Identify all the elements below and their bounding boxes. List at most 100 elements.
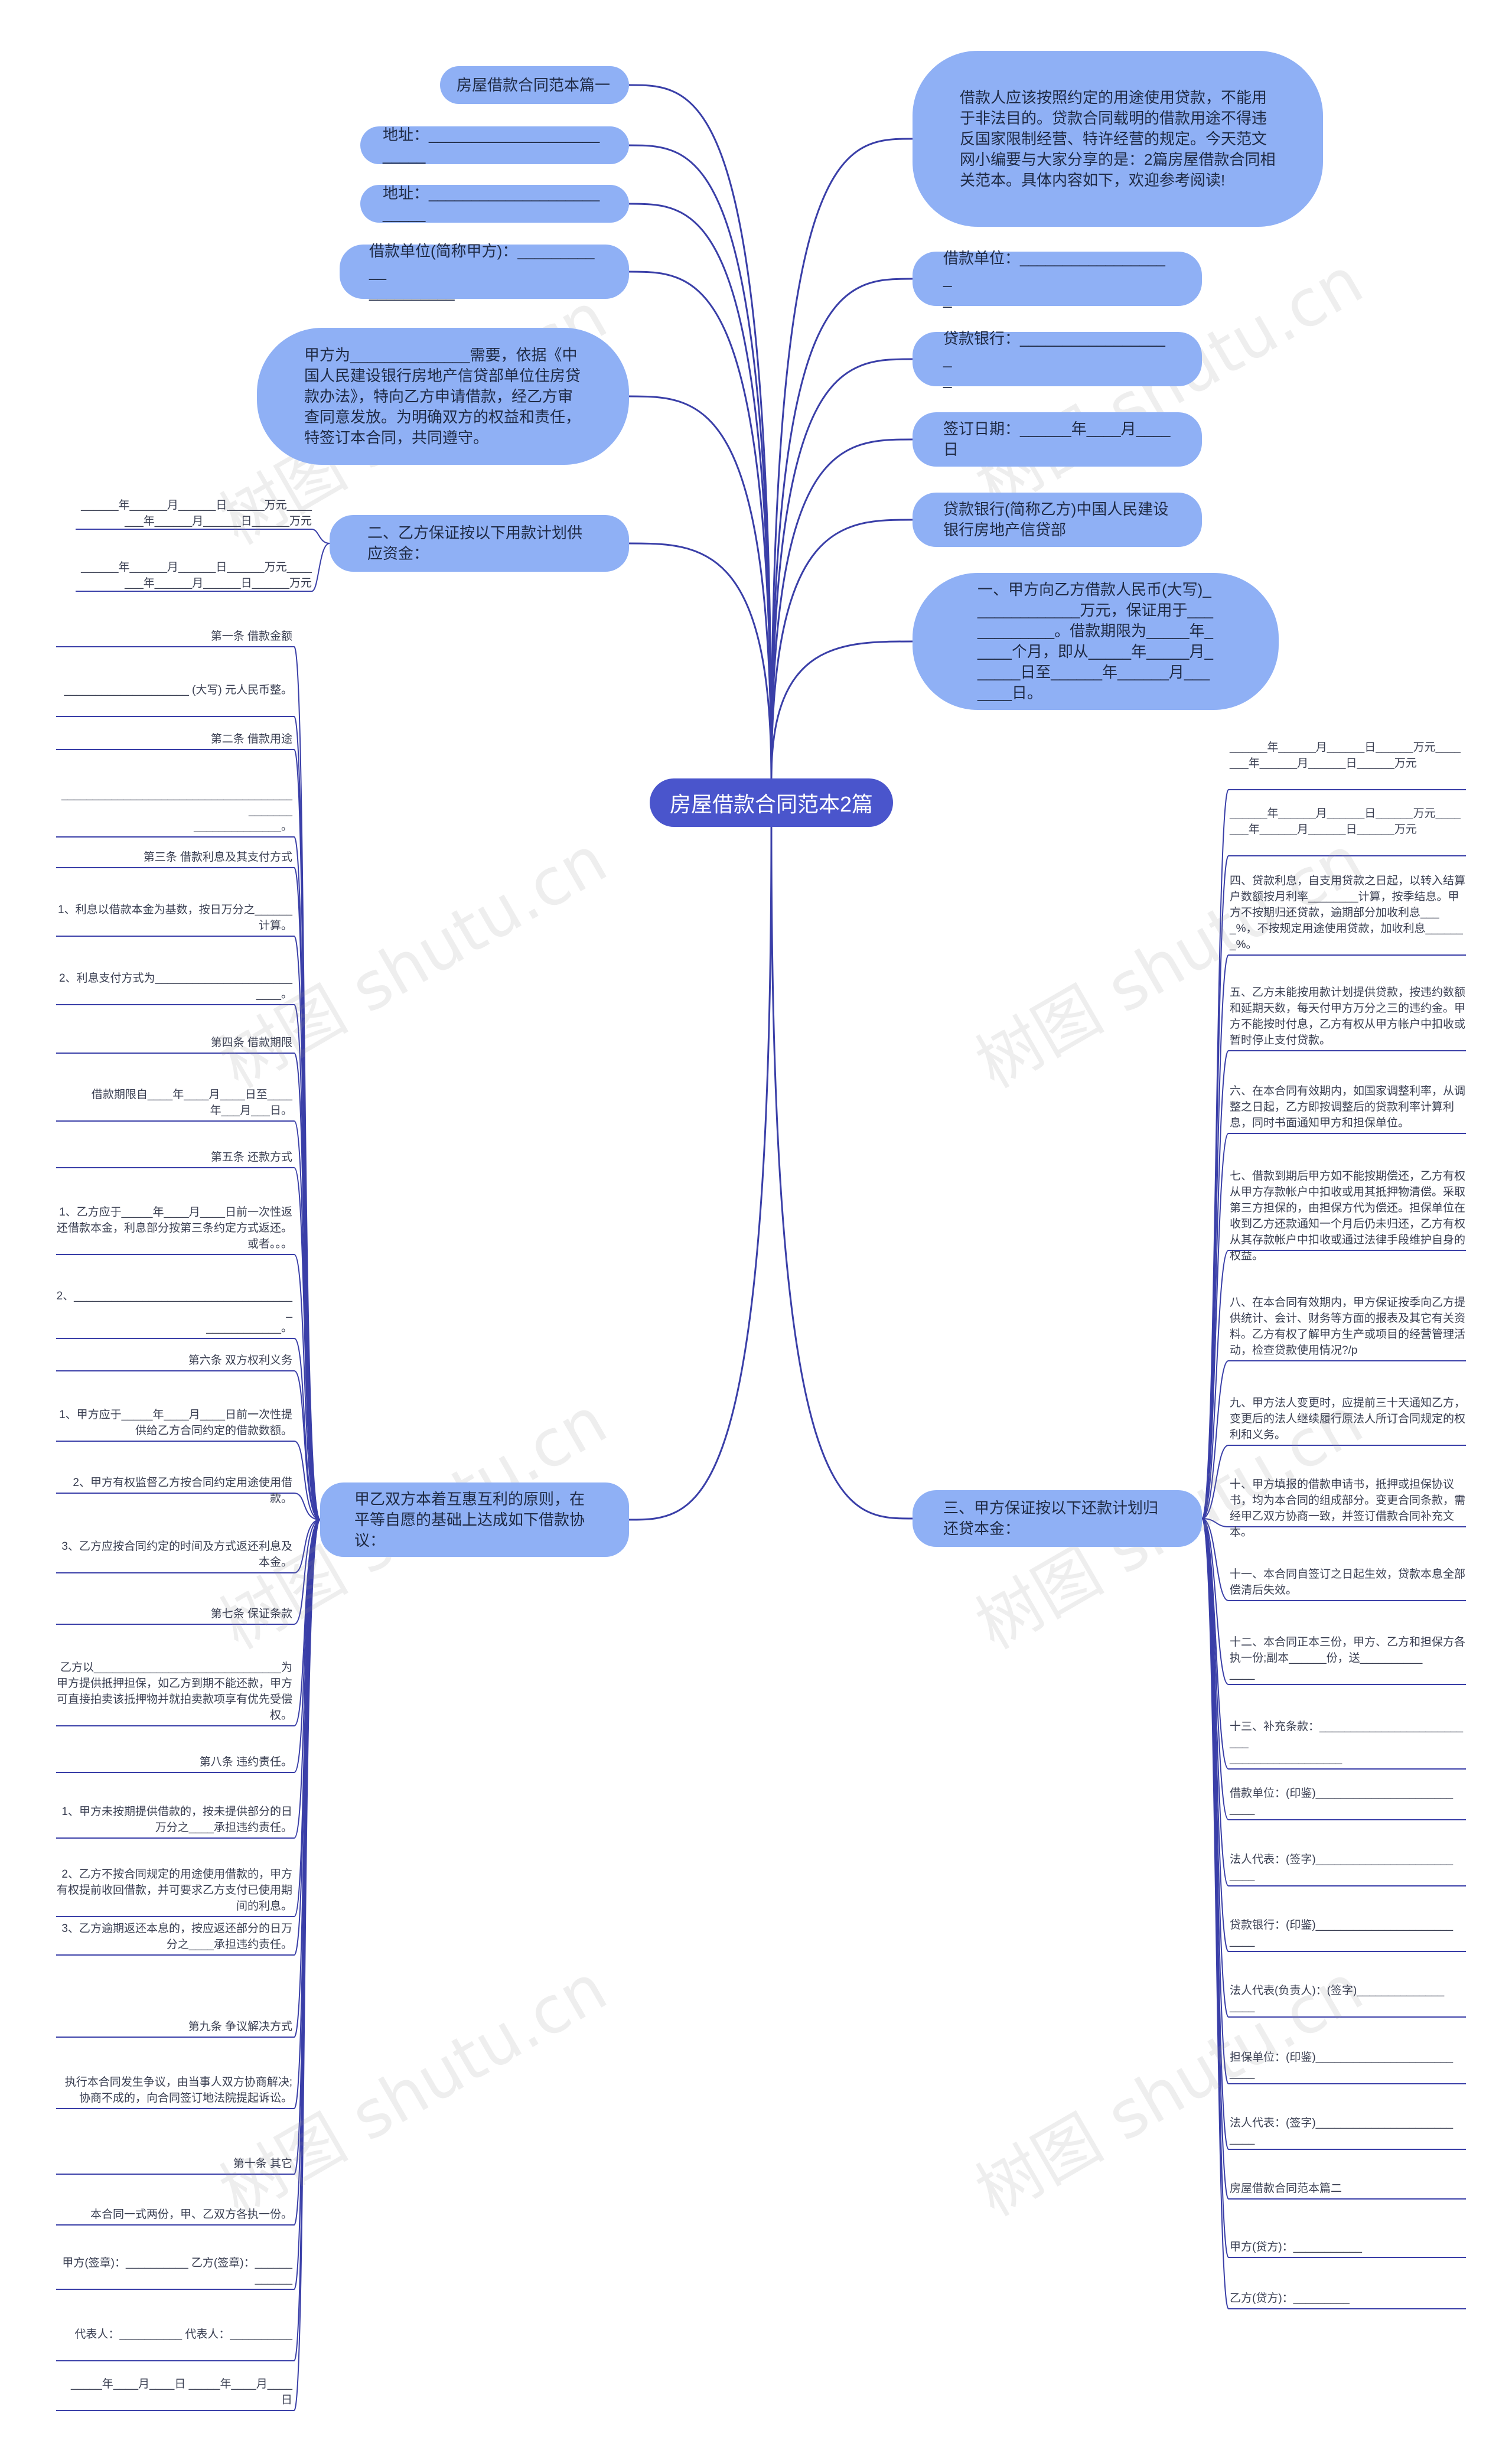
repayment-clause-13: 借款单位：(印鉴)______________________ ____ [1230,1787,1454,1816]
link-clause-leaf-8 [1201,1445,1466,1519]
contract-article-29: _____年____月____日 _____年____月____ 日 [70,2378,292,2406]
link-left-6 [628,542,773,779]
node-loan-amount-term[interactable]: 一、甲方向乙方借款人民币(大写)_____________万元，保证用于____… [913,573,1279,710]
link-left-3 [628,203,773,779]
repayment-clause-15: 贷款银行：(印鉴)______________________ ____ [1230,1919,1454,1947]
contract-article-20: 1、甲方未按期提供借款的，按未提供部分的日万分之____承担违约责任。 [61,1806,292,1834]
supply-plan-entry-2: ______年______月______日______万元____ ___年__… [81,561,312,589]
contract-article-6: 1、利息以借款本金为基数，按日万分之______计算。 [58,904,292,932]
repayment-clause-8: 九、甲方法人变更时，应提前三十天通知乙方，变更后的法人继续履行原法人所订合同规定… [1230,1397,1466,1441]
link-left-4 [628,271,773,779]
contract-article-5: 第三条 借款利息及其支付方式 [143,851,292,864]
repayment-clause-16: 法人代表(负责人)：(签字)______________ ____ [1230,1985,1445,2013]
link-article-leaf-13 [56,1370,321,1520]
center-topic[interactable]: 房屋借款合同范本2篇 [650,778,893,827]
link-left-1 [628,84,773,779]
contract-article-7: 2、利息支付方式为______________________ ____。 [58,972,292,1001]
link-supply-leaf-1 [76,529,330,544]
contract-article-21: 2、乙方不按合同规定的用途使用借款的，甲方有权提前收回借款，并可要求乙方支付已使… [56,1868,292,1912]
contract-article-1: 第一条 借款金额 [210,630,292,643]
contract-article-3: 第二条 借款用途 [210,733,292,745]
contract-article-22: 3、乙方逾期返还本息的，按应返还部分的日万分之____承担违约责任。 [61,1923,292,1951]
link-clause-leaf-11 [1201,1518,1466,1685]
contract-article-27: 甲方(签章)：__________ 乙方(签章)：______ ______ [62,2257,292,2285]
repayment-clause-14: 法人代表：(签字)______________________ ____ [1230,1853,1454,1882]
node-repayment-plan[interactable]: 三、甲方保证按以下还款计划归还贷本金： [913,1490,1202,1547]
link-article-leaf-18 [56,1519,321,1726]
contract-article-24: 执行本合同发生争议，由当事人双方协商解决;协商不成的，向合同签订地法院提起诉讼。 [64,2076,292,2104]
link-article-leaf-11 [56,1254,321,1520]
repayment-clause-21: 乙方(贷方)：_________ [1230,2292,1350,2305]
repayment-clause-11: 十二、本合同正本三份，甲方、乙方和担保方各执一份;副本______份，送____… [1230,1636,1466,1680]
repayment-clause-6: 七、借款到期后甲方如不能按期偿还，乙方有权从甲方存款帐户中扣收或用其抵押物清偿。… [1230,1170,1466,1262]
supply-plan-entry-1: ______年______月______日______万元____ ___年__… [81,499,312,527]
link-article-leaf-19 [56,1519,321,1773]
contract-article-28: 代表人：__________ 代表人：__________ [74,2328,292,2341]
link-supply-leaf-2 [76,543,330,592]
contract-article-4: ________________________________________… [61,788,292,833]
node-lending-bank[interactable]: 贷款银行：__________________ _ [913,330,1202,389]
link-clause-leaf-7 [1201,1360,1466,1519]
link-right-3 [770,358,913,779]
repayment-clause-20: 甲方(贷方)：___________ [1230,2241,1362,2253]
node-borrower-unit[interactable]: 借款单位：__________________ _ [913,249,1202,308]
node-party-a-application[interactable]: 甲方为______________需要，依据《中国人民建设银行房地产信贷部单位住… [257,328,629,465]
contract-article-13: 第六条 双方权利义务 [188,1354,292,1367]
repayment-clause-19: 房屋借款合同范本篇二 [1230,2182,1342,2195]
repayment-clause-2: ______年______月______日______万元____ ___年__… [1230,807,1461,836]
contract-article-14: 1、甲方应于_____年____月____日前一次性提供给乙方合同约定的借款数额… [59,1409,292,1437]
link-article-leaf-20 [56,1519,321,1839]
contract-article-9: 借款期限自____年____月____日至____ 年___月___日。 [91,1089,292,1117]
link-left-2 [628,144,773,779]
link-article-leaf-16 [56,1519,321,1573]
contract-article-18: 乙方以______________________________为甲方提供抵押… [56,1661,292,1722]
repayment-clause-12: 十三、补充条款：__________________________ _____… [1230,1721,1464,1765]
link-clause-leaf-21 [1201,1518,1466,2309]
link-right-2 [770,278,913,779]
link-article-leaf-1 [56,646,321,1520]
link-left-5 [628,395,773,779]
link-clause-leaf-6 [1201,1250,1466,1519]
node-address-1[interactable]: 地址：_________________________ [360,126,629,164]
contract-article-10: 第五条 还款方式 [210,1151,292,1164]
repayment-clause-5: 六、在本合同有效期内，如国家调整利率，从调整之日起，乙方即按调整后的贷款利率计算… [1230,1085,1466,1129]
repayment-clause-1: ______年______月______日______万元____ ___年__… [1230,741,1461,770]
contract-article-8: 第四条 借款期限 [210,1037,292,1049]
node-intro-summary[interactable]: 借款人应该按照约定的用途使用贷款，不能用于非法目的。贷款合同载明的借款用途不得违… [913,51,1323,227]
repayment-clause-4: 五、乙方未能按用款计划提供贷款，按违约数额和延期天数，每天付甲方万分之三的违约金… [1230,986,1466,1047]
contract-article-12: 2、____________________________________ _… [56,1290,292,1334]
link-article-leaf-14 [56,1441,321,1520]
link-article-leaf-12 [56,1338,321,1520]
link-article-leaf-17 [56,1519,321,1625]
repayment-clause-3: 四、贷款利息，自支用贷款之日起，以转入结算户数额按月利率________计算，按… [1230,875,1466,951]
contract-article-25: 第十条 其它 [233,2158,292,2170]
link-right-6 [770,640,913,779]
link-article-leaf-23 [56,1519,321,2038]
link-right-5 [770,519,913,779]
node-house-loan-contract-1[interactable]: 房屋借款合同范本篇一 [440,66,629,104]
node-address-2[interactable]: 地址：_________________________ [360,184,629,223]
contract-article-26: 本合同一式两份，甲、乙双方各执一份。 [90,2208,292,2221]
contract-article-19: 第八条 违约责任。 [199,1756,292,1768]
link-article-leaf-29 [56,1519,321,2411]
link-article-leaf-15 [56,1493,321,1520]
link-right-7 [770,826,913,1520]
link-article-leaf-8 [56,1053,321,1520]
contract-article-23: 第九条 争议解决方式 [188,2021,292,2033]
node-borrower-unit-party-a[interactable]: 借款单位(简称甲方)：___________ __________ [340,242,629,301]
contract-article-16: 3、乙方应按合同约定的时间及方式返还利息及本金。 [61,1540,292,1569]
node-signing-date[interactable]: 签订日期：______年____月____ 日 [913,412,1202,467]
link-article-leaf-10 [56,1167,321,1520]
contract-article-11: 1、乙方应于_____年____月____日前一次性返还借款本金，利息部分按第三… [56,1206,292,1250]
node-lending-bank-party-b[interactable]: 贷款银行(简称乙方)中国人民建设银行房地产信贷部 [913,493,1202,547]
link-article-leaf-7 [56,1004,321,1520]
node-mutual-agreement[interactable]: 甲乙双方本着互惠互利的原则，在平等自愿的基础上达成如下借款协议： [320,1482,629,1557]
link-right-1 [770,138,913,779]
link-clause-leaf-9 [1201,1518,1466,1527]
contract-article-17: 第七条 保证条款 [210,1608,292,1620]
node-party-b-supply-plan[interactable]: 二、乙方保证按以下用款计划供应资金： [330,515,629,572]
repayment-clause-7: 八、在本合同有效期内，甲方保证按季向乙方提供统计、会计、财务等方面的报表及其它有… [1230,1296,1466,1357]
link-clause-leaf-10 [1201,1518,1466,1601]
link-left-7 [628,826,773,1521]
